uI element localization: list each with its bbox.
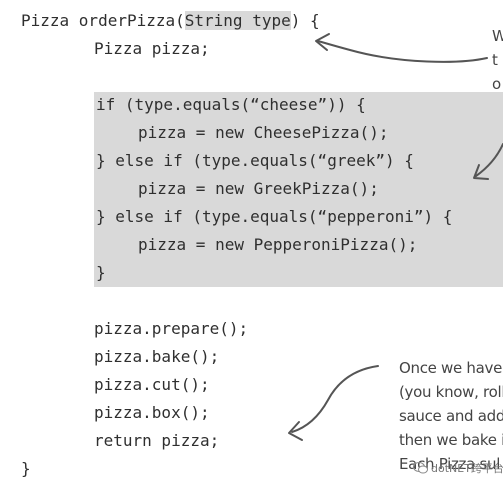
code-line-prepare: pizza.prepare(); — [94, 319, 249, 338]
code-line-close-method: } — [21, 459, 31, 478]
code-line-close-if: } — [96, 263, 106, 282]
arrow-to-steps-head — [288, 421, 303, 441]
highlighted-code-block — [94, 92, 503, 287]
code-line-greek-pizza: pizza = new GreekPizza(); — [138, 179, 379, 198]
annotation-bottom-line: sauce and add — [399, 407, 503, 425]
annotation-bottom-line: (you know, roll — [399, 383, 503, 401]
method-signature: Pizza orderPizza(String type) { — [21, 11, 320, 30]
code-line-bake: pizza.bake(); — [94, 347, 220, 366]
annotation-bottom-line: then we bake i — [399, 431, 503, 449]
code-line-declaration: Pizza pizza; — [94, 39, 210, 58]
annotation-top-line: t — [492, 51, 498, 69]
wechat-icon — [413, 462, 428, 474]
code-line-pepperoni-pizza: pizza = new PepperoniPizza(); — [138, 235, 418, 254]
arrow-to-parameter — [317, 40, 488, 63]
code-line-if-cheese: if (type.equals(“cheese”)) { — [96, 95, 366, 114]
code-line-cheese-pizza: pizza = new CheesePizza(); — [138, 123, 389, 142]
arrow-to-steps — [291, 365, 379, 433]
highlighted-parameter: String type — [184, 11, 291, 30]
code-line-else-if-pepperoni: } else if (type.equals(“pepperoni”) { — [96, 207, 453, 226]
method-signature-start: Pizza orderPizza( — [21, 11, 185, 30]
annotation-bottom-right: Once we have a (you know, roll sauce and a… — [399, 356, 503, 476]
code-line-cut: pizza.cut(); — [94, 375, 210, 394]
watermark: dotNET跨平台 — [413, 460, 503, 476]
watermark-text: dotNET跨平台 — [431, 462, 503, 475]
annotation-top-line: W — [492, 27, 503, 45]
annotation-top-line: o — [492, 75, 501, 93]
method-signature-end: ) { — [290, 11, 320, 30]
arrow-to-parameter-head — [315, 33, 330, 51]
code-line-return: return pizza; — [94, 431, 220, 450]
annotation-bottom-line: Once we have a — [399, 359, 503, 377]
code-line-box: pizza.box(); — [94, 403, 210, 422]
code-line-else-if-greek: } else if (type.equals(“greek”) { — [96, 151, 414, 170]
